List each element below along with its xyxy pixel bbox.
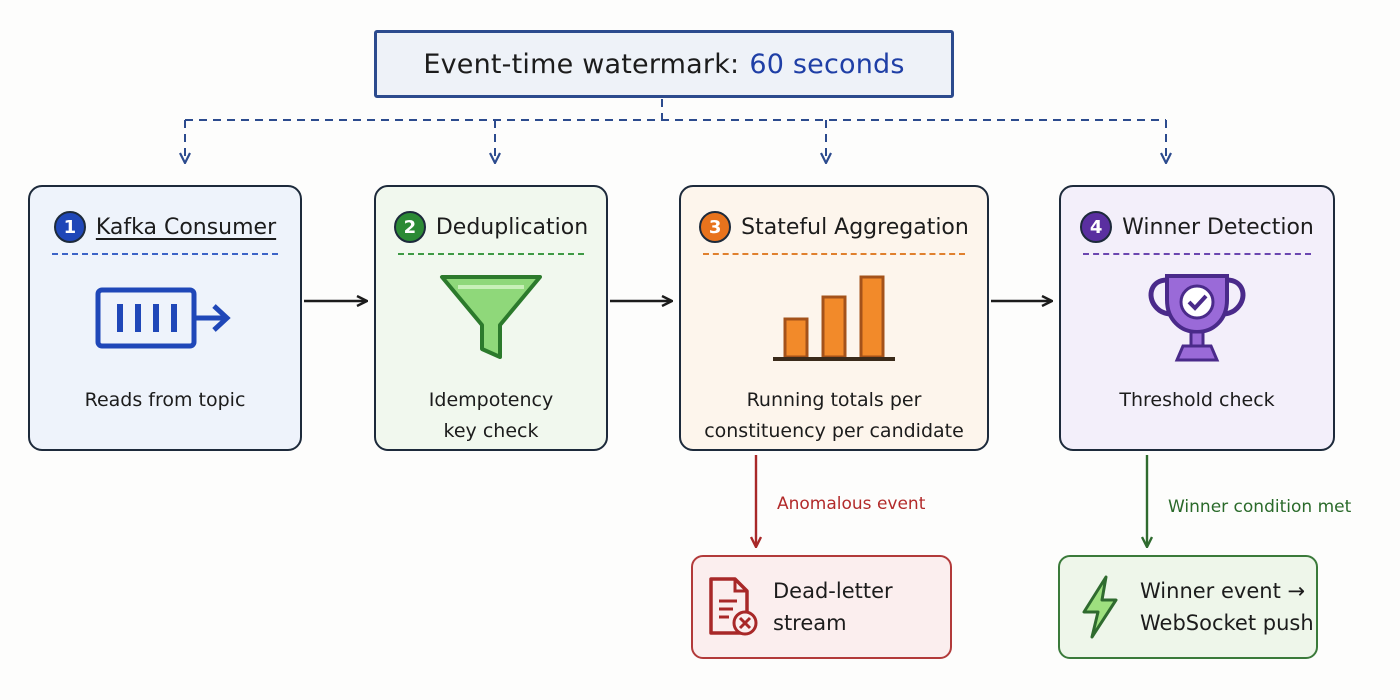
stage-title: Kafka Consumer — [95, 214, 277, 240]
document-error-icon — [693, 575, 773, 639]
header-divider — [1083, 253, 1311, 255]
stage-winner-detection: 4 Winner Detection Threshold check — [1059, 185, 1335, 451]
stage-title: Stateful Aggregation — [741, 214, 969, 240]
funnel-icon — [376, 273, 606, 363]
dead-letter-text: Dead-letter stream — [773, 579, 893, 635]
queue-icon — [30, 273, 300, 363]
bar-chart-icon — [681, 273, 987, 363]
stage-description: Threshold check — [1119, 389, 1275, 411]
watermark-label: Event-time watermark: — [423, 48, 740, 80]
anomalous-event-label: Anomalous event — [777, 494, 926, 514]
step-badge: 4 — [1080, 211, 1113, 243]
trophy-check-icon — [1061, 273, 1333, 363]
watermark-banner: Event-time watermark: 60 seconds — [374, 30, 954, 98]
stage-title: Winner Detection — [1122, 214, 1314, 240]
lightning-icon — [1060, 574, 1140, 640]
stage-header: 3 Stateful Aggregation — [681, 207, 987, 247]
watermark-value: 60 seconds — [749, 48, 905, 80]
winner-condition-label: Winner condition met — [1168, 497, 1352, 517]
stage-deduplication: 2 Deduplication Idempotency key check — [374, 185, 608, 451]
header-divider — [398, 253, 584, 255]
stage-header: 1 Kafka Consumer — [30, 207, 300, 247]
stage-stateful-aggregation: 3 Stateful Aggregation Running totals pe… — [679, 185, 989, 451]
step-badge: 2 — [393, 211, 426, 243]
step-badge: 1 — [53, 211, 86, 243]
stage-kafka-consumer: 1 Kafka Consumer Reads from topic — [28, 185, 302, 451]
stage-description: Running totals per constituency per cand… — [704, 389, 964, 442]
stage-description: Reads from topic — [84, 389, 246, 411]
stage-title: Deduplication — [435, 214, 589, 240]
watermark-connectors — [185, 99, 1166, 162]
stage-header: 4 Winner Detection — [1061, 207, 1333, 247]
dead-letter-stream-box: Dead-letter stream — [691, 555, 952, 659]
stage-header: 2 Deduplication — [376, 207, 606, 247]
winner-event-text: Winner event → WebSocket push — [1140, 579, 1314, 635]
winner-event-box: Winner event → WebSocket push — [1058, 555, 1318, 659]
header-divider — [52, 253, 278, 255]
step-badge: 3 — [699, 211, 732, 243]
header-divider — [703, 253, 965, 255]
stage-description: Idempotency key check — [428, 389, 554, 442]
